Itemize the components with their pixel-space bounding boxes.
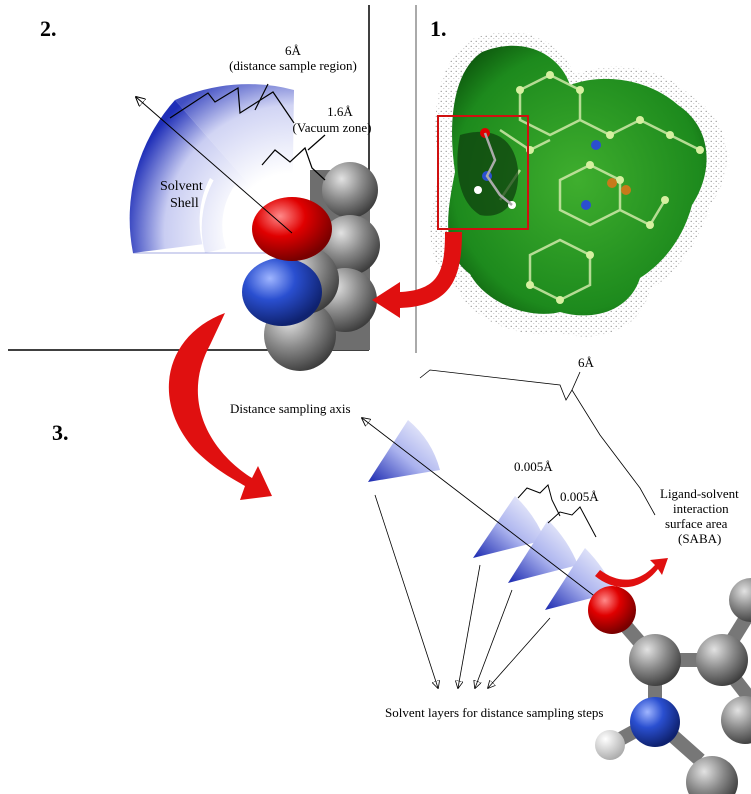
vacuum-desc-label: (Vacuum zone) — [292, 120, 372, 135]
space-fill-molecule — [242, 162, 380, 371]
oxygen-atom — [252, 197, 332, 261]
panel-number-2: 2. — [40, 16, 57, 41]
solvent-shell-label-1: Solvent — [160, 179, 203, 194]
red-arrow-zoom-in — [372, 232, 462, 318]
selection-box — [437, 115, 529, 230]
ball-stick-molecule — [588, 578, 751, 794]
solvent-layer-wedges — [368, 420, 615, 610]
saba-label-1: Ligand-solvent — [660, 486, 739, 501]
step-brackets — [517, 484, 597, 538]
saba-label-4: (SABA) — [678, 531, 722, 546]
vacuum-value-label: 1.6Å — [327, 104, 353, 119]
region-value-label: 6Å — [285, 43, 301, 58]
step-label-2: 0.005Å — [560, 489, 599, 504]
surface-molecule-panel — [430, 32, 727, 337]
panel-number-1: 1. — [430, 16, 447, 41]
saba-label-2: interaction — [673, 501, 729, 516]
sampling-axis-arrow — [136, 97, 293, 234]
distance-sampling-axis — [362, 418, 611, 609]
step-label-1: 0.005Å — [514, 459, 553, 474]
saba-label-3: surface area — [665, 516, 728, 531]
total-distance-label: 6Å — [578, 355, 594, 370]
layer-pointer-arrows — [374, 494, 551, 688]
region-desc-label: (distance sample region) — [229, 58, 357, 73]
distance-axis-label: Distance sampling axis — [230, 401, 351, 416]
red-arrow-to-panel-3 — [168, 313, 272, 500]
panel-number-3: 3. — [52, 420, 69, 445]
region-bracket — [169, 83, 326, 181]
total-distance-brace — [419, 369, 656, 516]
solvent-shell-label-2: Shell — [170, 196, 199, 211]
nitrogen-atom — [242, 258, 322, 326]
solvent-layers-label: Solvent layers for distance sampling ste… — [385, 705, 604, 720]
saba-arrow — [595, 558, 668, 588]
